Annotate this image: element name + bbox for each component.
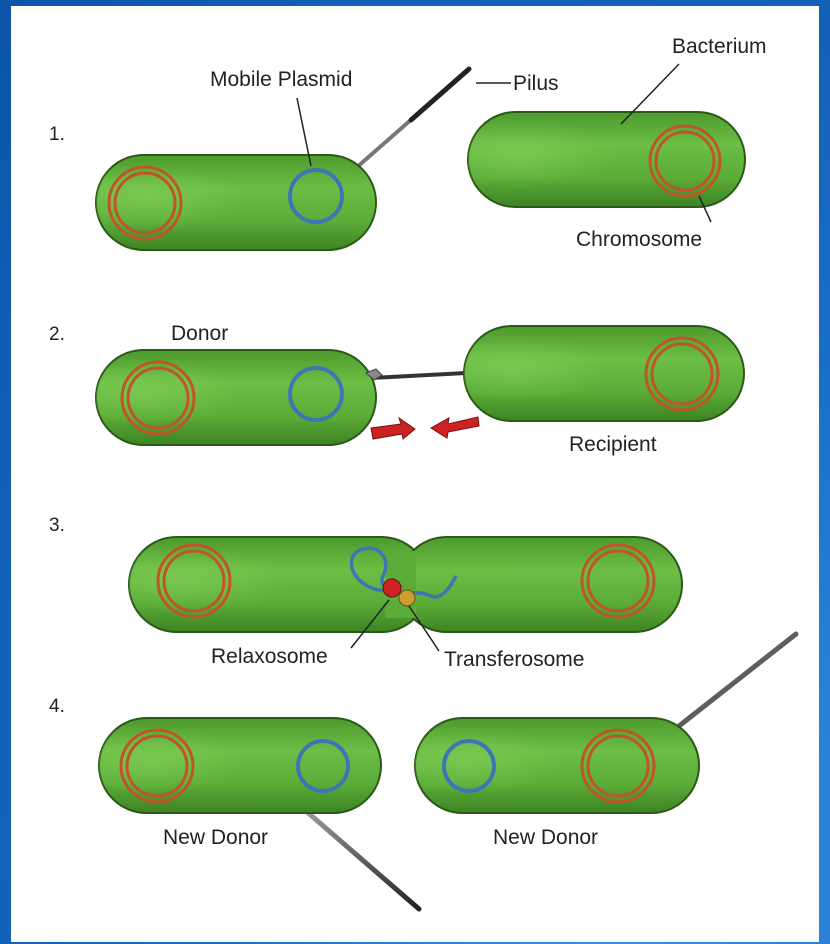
conjugation-diagram: 1. 2. 3. 4. [11,6,819,942]
relaxosome-dot [383,579,401,597]
donor-cell-step1 [96,155,376,250]
mobile-plasmid-label: Mobile Plasmid [210,68,352,91]
step-3-number: 3. [49,515,65,536]
pilus-step1-tip [411,69,469,120]
red-arrow-right [371,418,415,439]
donor-cell-step2 [96,350,376,445]
transferosome-dot [399,590,415,606]
red-arrow-left [431,417,479,438]
chromosome-label: Chromosome [576,228,702,251]
transferosome-label: Transferosome [444,648,584,671]
pilus-step2 [371,373,466,378]
diagram-panel: 1. 2. 3. 4. [11,6,819,942]
relaxosome-label: Relaxosome [211,645,328,668]
step-4-number: 4. [49,696,65,717]
step-1-number: 1. [49,124,65,145]
pilus-step4-left [306,811,419,909]
recipient-label: Recipient [569,433,657,456]
pilus-step4-right [679,634,796,726]
step-2-number: 2. [49,324,65,345]
recipient-cell-step2 [464,326,744,421]
donor-label: Donor [171,322,228,345]
new-donor-right-label: New Donor [493,826,598,849]
pilus-label: Pilus [513,72,559,95]
new-donor-cell-right [415,718,699,813]
bacterium-label: Bacterium [672,35,767,58]
new-donor-left-label: New Donor [163,826,268,849]
recipient-cell-step1 [468,112,745,207]
